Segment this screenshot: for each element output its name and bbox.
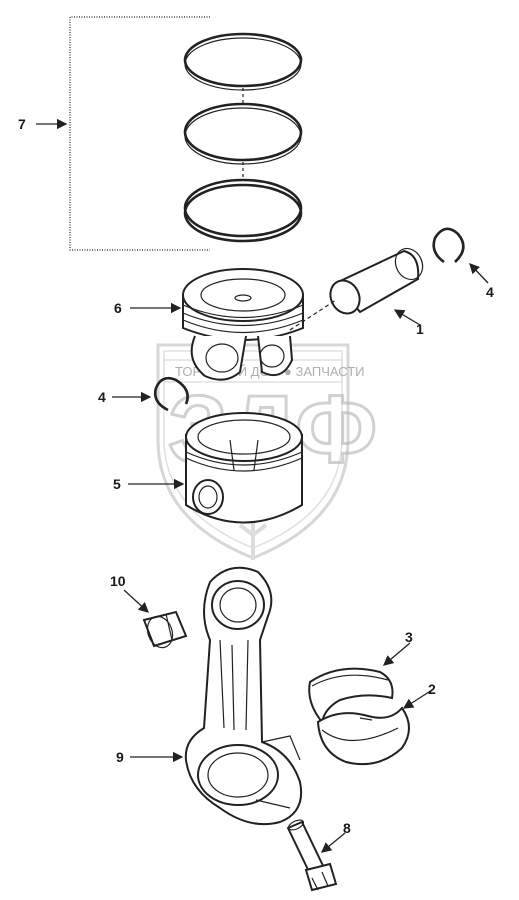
callout-7: 7 — [18, 116, 26, 132]
connecting-rod — [184, 566, 302, 826]
retaining-ring-right — [432, 227, 465, 264]
ring-set-bracket — [69, 16, 210, 251]
callout-5: 5 — [113, 476, 121, 492]
connecting-rod-bolt — [286, 819, 338, 892]
callout-9: 9 — [116, 749, 124, 765]
leader-2 — [402, 689, 433, 709]
piston-pin — [329, 247, 424, 315]
callout-4-left: 4 — [98, 389, 106, 405]
retaining-ring-left — [153, 376, 189, 412]
leader-10 — [123, 589, 149, 613]
piston-ring-middle — [183, 102, 303, 165]
callout-8: 8 — [343, 820, 351, 836]
leader-4-right — [469, 263, 489, 284]
callout-10: 10 — [110, 573, 126, 589]
callout-1: 1 — [416, 321, 424, 337]
leader-3 — [383, 642, 411, 666]
leader-8 — [320, 832, 346, 853]
callout-3: 3 — [405, 629, 413, 645]
callout-6: 6 — [114, 300, 122, 316]
callout-2: 2 — [428, 681, 436, 697]
bearing-shell-lower — [316, 706, 410, 766]
bearing-shell-upper — [308, 667, 394, 725]
callout-4-right: 4 — [486, 284, 494, 300]
pin-axis-line — [289, 299, 337, 331]
piston-ring-oil — [183, 178, 303, 243]
small-end-bushing — [142, 610, 188, 649]
piston-ring-top — [183, 32, 303, 91]
leader-1 — [393, 309, 421, 326]
piston-assembly — [182, 268, 304, 381]
piston-skirt — [185, 412, 303, 524]
